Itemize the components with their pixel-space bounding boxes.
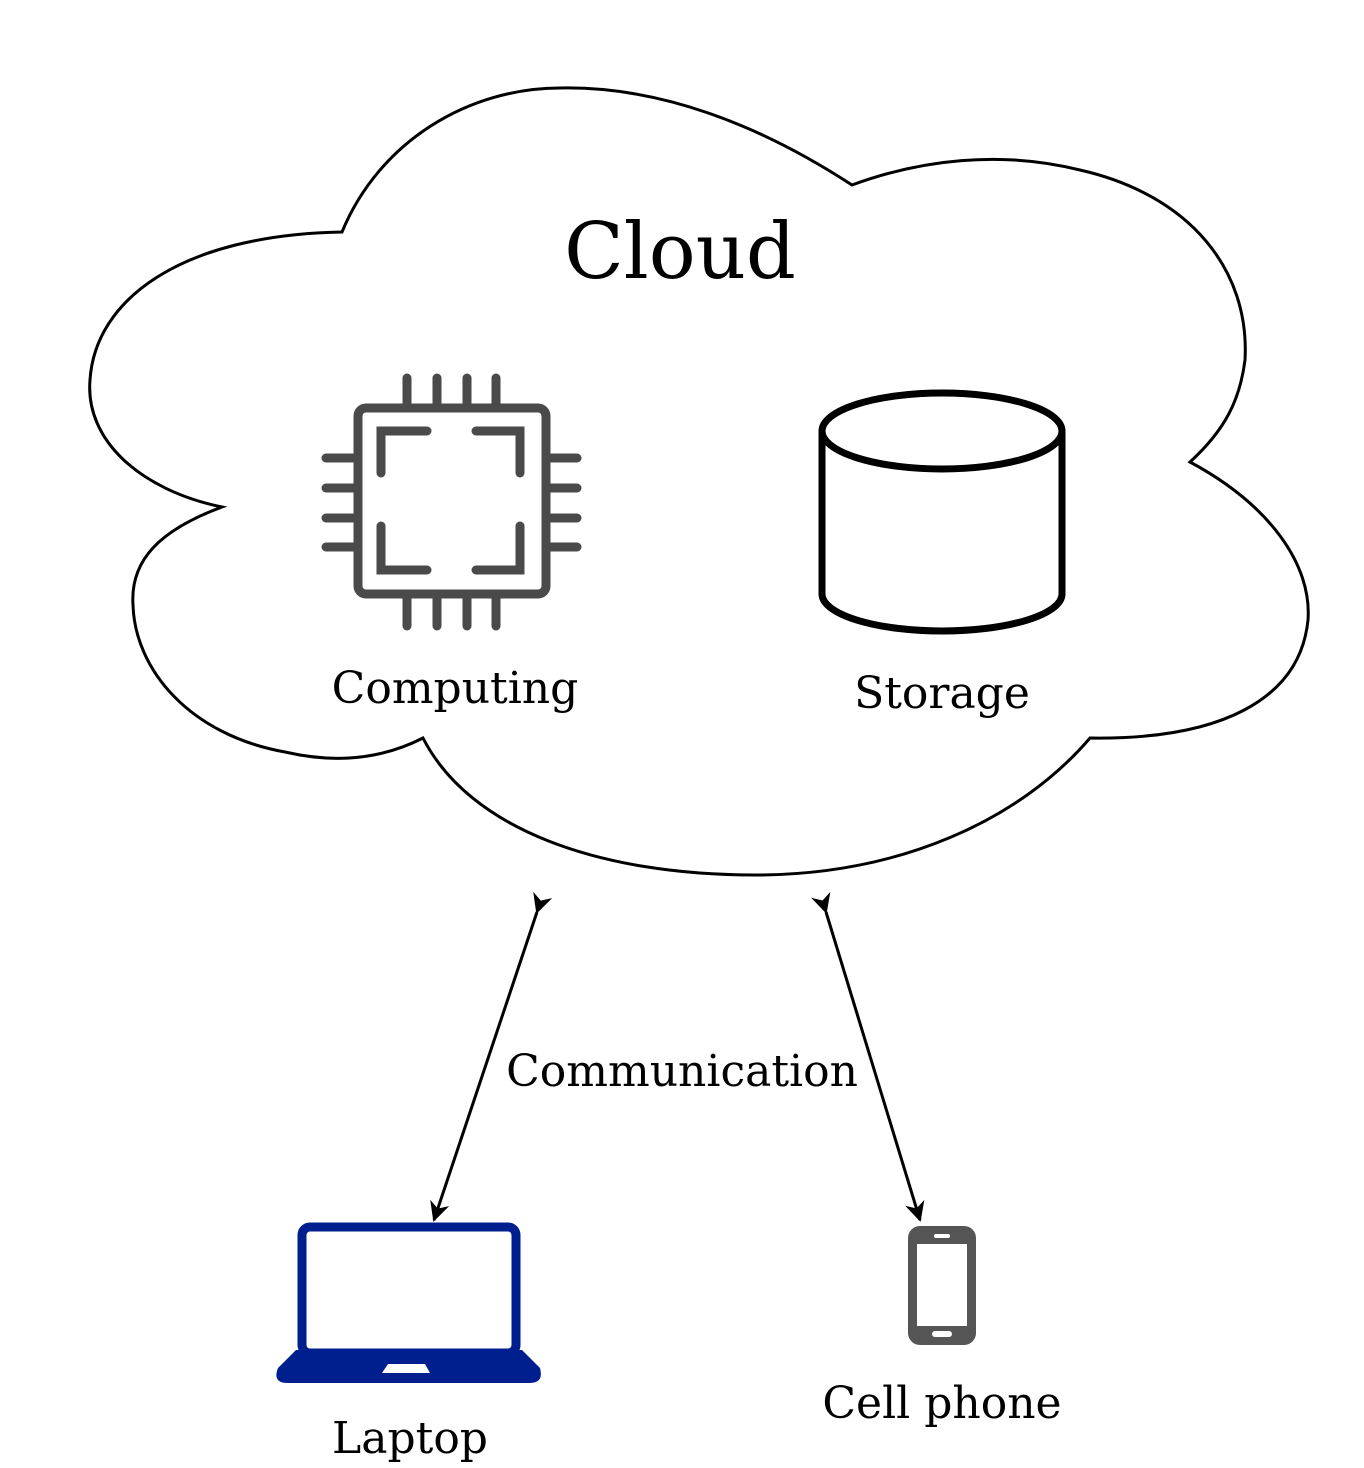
database-cylinder-icon — [818, 389, 1066, 635]
communication-label: Communication — [506, 1046, 858, 1097]
laptop-icon — [276, 1222, 541, 1383]
cell-phone-label: Cell phone — [822, 1378, 1061, 1429]
cell-phone-icon — [908, 1226, 976, 1345]
computing-label: Computing — [332, 663, 579, 714]
laptop-label: Laptop — [332, 1413, 488, 1464]
cpu-chip-icon — [321, 373, 582, 631]
storage-label: Storage — [854, 668, 1030, 719]
phone-cloud-arrow — [811, 891, 925, 1222]
laptop-cloud-arrow — [430, 891, 553, 1222]
cloud-title: Cloud — [564, 207, 796, 297]
cloud-shape — [88, 86, 1310, 877]
